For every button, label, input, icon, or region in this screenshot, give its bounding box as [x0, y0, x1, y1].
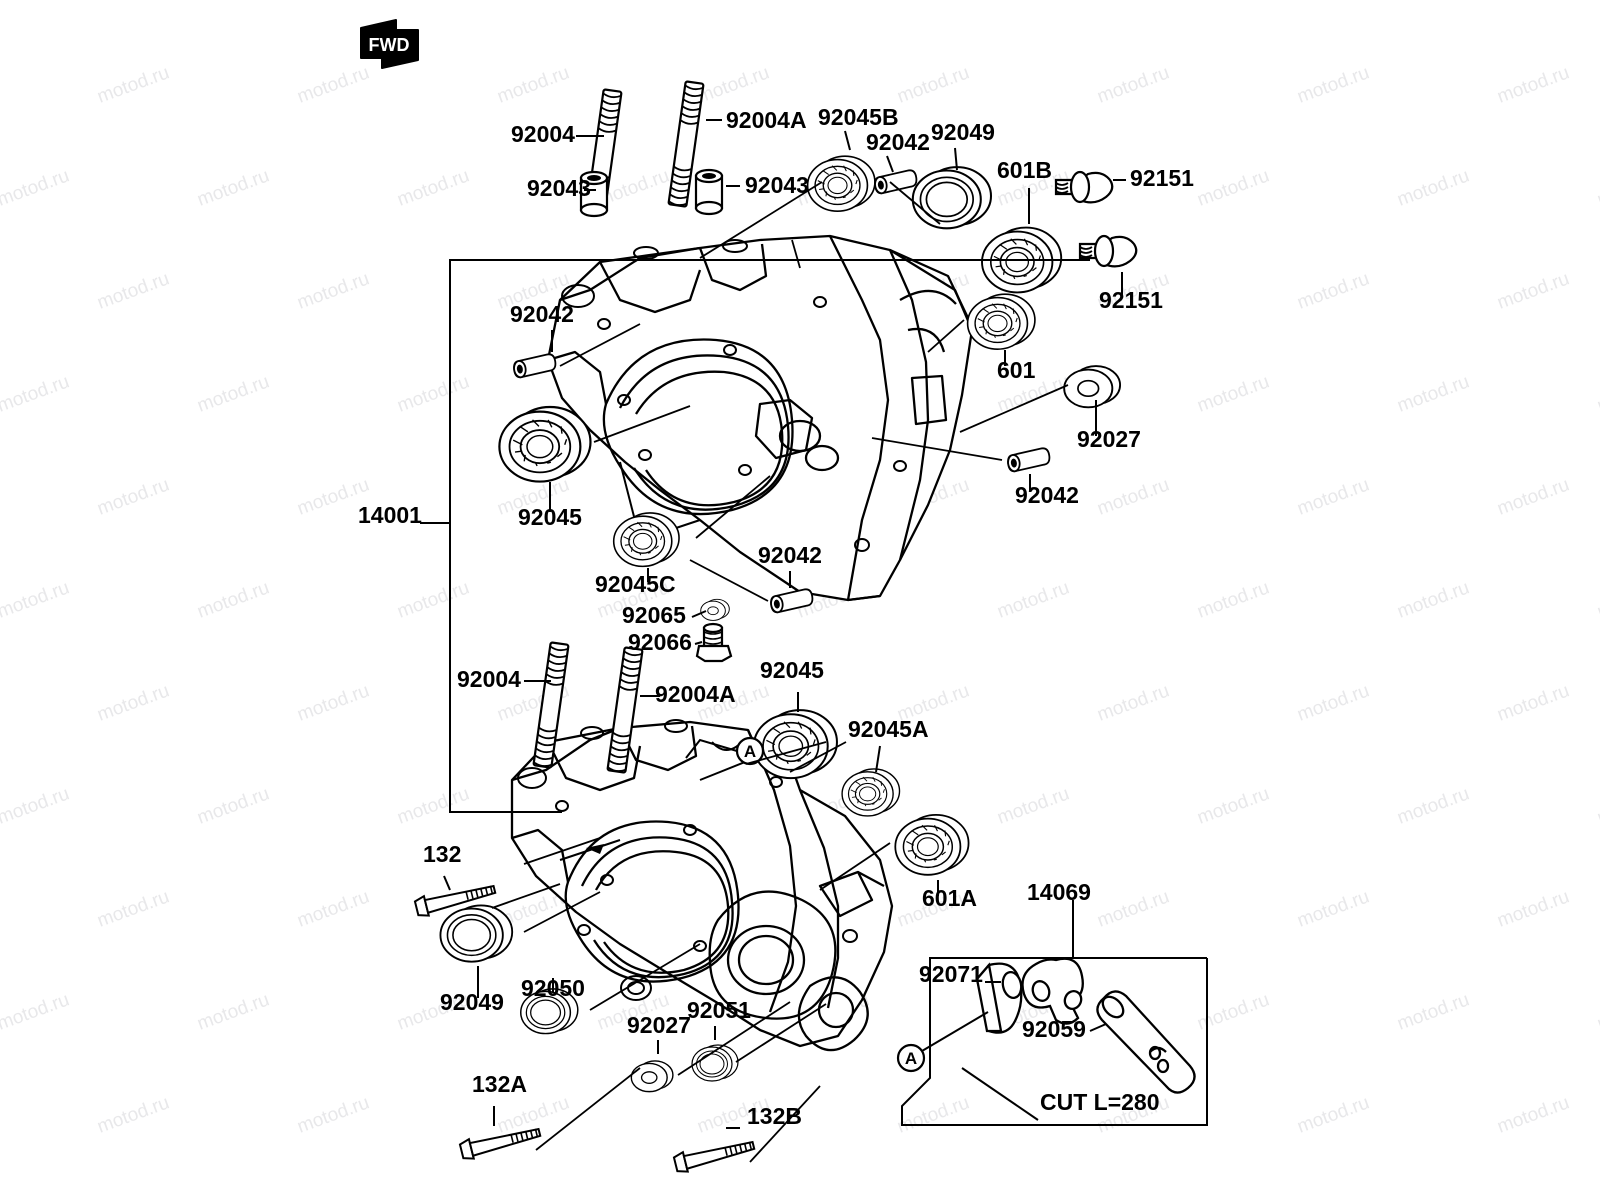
- part-label-14001: 14001: [358, 502, 422, 528]
- part-92045a-bearing: [841, 768, 901, 817]
- part-label-92151: 92151: [1130, 165, 1194, 191]
- part-label-92045: 92045: [518, 504, 582, 530]
- part-92065-washer: [700, 598, 730, 621]
- part-label-92059: 92059: [1022, 1016, 1086, 1042]
- part-label-132b: 132B: [747, 1103, 802, 1129]
- part-601-bearing: [966, 293, 1036, 351]
- part-92027-washer-lower: [630, 1060, 674, 1093]
- part-92151-screw-bottom: [1078, 234, 1138, 268]
- part-label-92042: 92042: [866, 129, 930, 155]
- upper-crankcase-half: [546, 234, 974, 602]
- part-601a-bearing: [894, 813, 970, 876]
- part-92071-cap: [975, 962, 1023, 1034]
- part-92045-bearing-upperleft: [498, 405, 592, 483]
- part-label-92043: 92043: [745, 172, 809, 198]
- part-label-92004: 92004: [511, 121, 575, 147]
- part-132b-flange-bolt: [672, 1134, 757, 1176]
- assembly-bracket-14001: [420, 259, 1090, 813]
- part-92045c-bearing: [612, 512, 680, 568]
- part-92042-dowel-mid: [768, 587, 815, 614]
- part-92049-oilseal-upper: [911, 166, 993, 230]
- part-92066-drain-plug: [695, 622, 733, 663]
- part-label-14069: 14069: [1027, 879, 1091, 905]
- lower-crankcase-half: [510, 719, 894, 1052]
- part-label-92045: 92045: [760, 657, 824, 683]
- part-label-92065: 92065: [622, 602, 686, 628]
- part-92049-oilseal-lower: [439, 904, 514, 963]
- part-label-92045c: 92045C: [595, 571, 676, 597]
- part-label-601: 601: [997, 357, 1036, 383]
- part-label-92004a: 92004A: [655, 681, 736, 707]
- part-label-92049: 92049: [440, 989, 504, 1015]
- part-92043-upper-collar-right: [694, 168, 724, 216]
- part-label-92043: 92043: [527, 175, 591, 201]
- part-label-92042: 92042: [510, 301, 574, 327]
- part-92059-hose: [1096, 990, 1196, 1094]
- part-label-92045a: 92045A: [848, 716, 929, 742]
- part-label-92027: 92027: [627, 1012, 691, 1038]
- reference-marker-a-upper: A: [685, 736, 765, 766]
- part-132a-flange-bolt: [458, 1121, 543, 1163]
- part-label-601b: 601B: [997, 157, 1052, 183]
- part-label-92151: 92151: [1099, 287, 1163, 313]
- part-label-601a: 601A: [922, 885, 977, 911]
- part-92042-dowel-top: [872, 168, 919, 195]
- part-label-92071: 92071: [919, 961, 983, 987]
- part-label-132: 132: [423, 841, 461, 867]
- part-92042-dowel-right: [1005, 446, 1052, 473]
- part-label-92004a: 92004A: [726, 107, 807, 133]
- svg-text:A: A: [744, 742, 756, 761]
- part-label-92050: 92050: [521, 975, 585, 1001]
- part-label-92027: 92027: [1077, 426, 1141, 452]
- part-92151-screw-top: [1054, 170, 1114, 204]
- part-92045-bearing-lower: [752, 709, 838, 780]
- part-label-92051: 92051: [687, 997, 751, 1023]
- part-label-92045b: 92045B: [818, 104, 899, 130]
- part-label-cut-l-280: CUT L=280: [1040, 1089, 1160, 1115]
- inset-box-14069: [901, 900, 1208, 1126]
- part-92027-washer-upper: [1063, 365, 1122, 409]
- reference-marker-a-inset: A: [896, 1011, 1039, 1121]
- fwd-orientation-marker: FWD: [360, 19, 419, 69]
- part-92042-dowel-left: [511, 352, 558, 379]
- fwd-label: FWD: [369, 35, 410, 55]
- part-14069-breather-elbow: [1021, 957, 1084, 1025]
- part-label-92004: 92004: [457, 666, 521, 692]
- part-label-92066: 92066: [628, 629, 692, 655]
- part-label-92042: 92042: [758, 542, 822, 568]
- leader-lines: [443, 119, 1126, 1163]
- part-label-92049: 92049: [931, 119, 995, 145]
- part-label-132a: 132A: [472, 1071, 527, 1097]
- svg-text:A: A: [905, 1049, 917, 1068]
- part-label-92042: 92042: [1015, 482, 1079, 508]
